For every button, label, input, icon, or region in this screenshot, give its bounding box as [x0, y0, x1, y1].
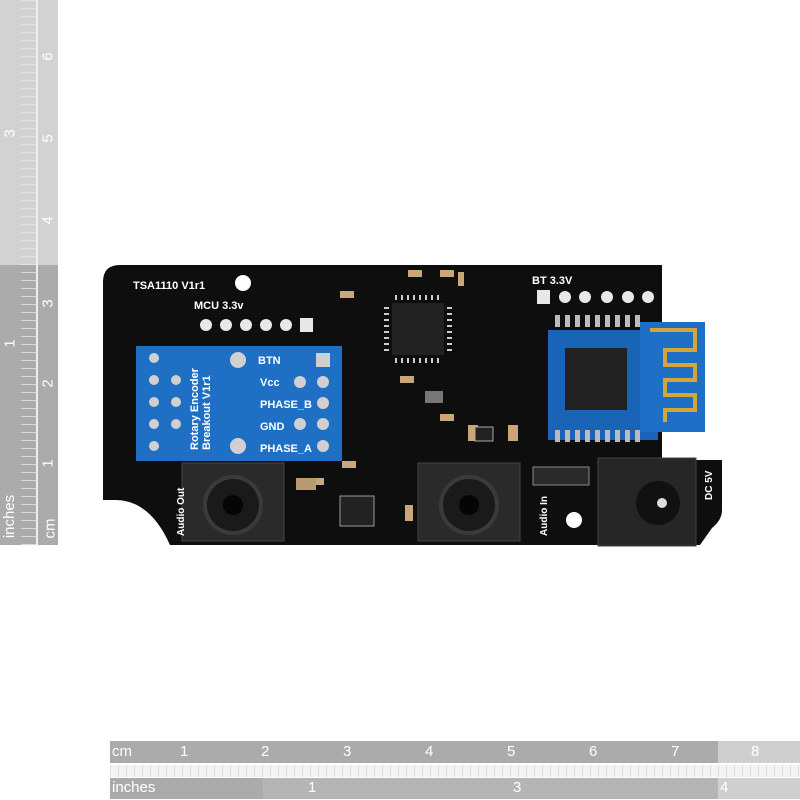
inch-mark: 4 — [720, 779, 729, 796]
pin-phase-b: PHASE_B — [260, 399, 312, 411]
pin-vcc: Vcc — [260, 377, 280, 389]
bottom-ruler: cm 1 2 3 4 5 6 7 8 inches 1 3 4 — [110, 741, 800, 799]
board-title: TSA1110 V1r1 — [133, 280, 205, 292]
cm-label: cm — [112, 743, 132, 760]
audio-out-label: Audio Out — [176, 487, 187, 536]
cm-mark: 2 — [261, 743, 270, 760]
cm-mark: 1 — [180, 743, 189, 760]
cm-mark: 6 — [589, 743, 598, 760]
pin-gnd: GND — [260, 421, 285, 433]
dc-label: DC 5V — [704, 470, 715, 500]
mcu-label: MCU 3.3v — [194, 300, 244, 312]
bt-label: BT 3.3V — [532, 275, 573, 287]
cm-mark: 5 — [507, 743, 516, 760]
inch-mark: 3 — [513, 779, 522, 796]
pin-btn: BTN — [258, 355, 281, 367]
cm-mark: 8 — [751, 743, 760, 760]
cm-mark: 3 — [343, 743, 352, 760]
cm-mark: 7 — [671, 743, 680, 760]
audio-out-jack — [181, 462, 285, 542]
inch-mark: 1 — [308, 779, 317, 796]
audio-in-label: Audio In — [539, 496, 550, 536]
encoder-title-2: Breakout V1r1 — [201, 375, 213, 450]
inches-label: inches — [112, 779, 156, 796]
dc-jack — [597, 457, 697, 547]
encoder-title-1: Rotary Encoder — [189, 367, 201, 450]
audio-in-jack — [417, 462, 521, 542]
pin-phase-a: PHASE_A — [260, 443, 312, 455]
left-ruler: inches 1 3 cm 1 2 3 4 5 6 — [0, 0, 59, 545]
cm-mark: 4 — [425, 743, 434, 760]
